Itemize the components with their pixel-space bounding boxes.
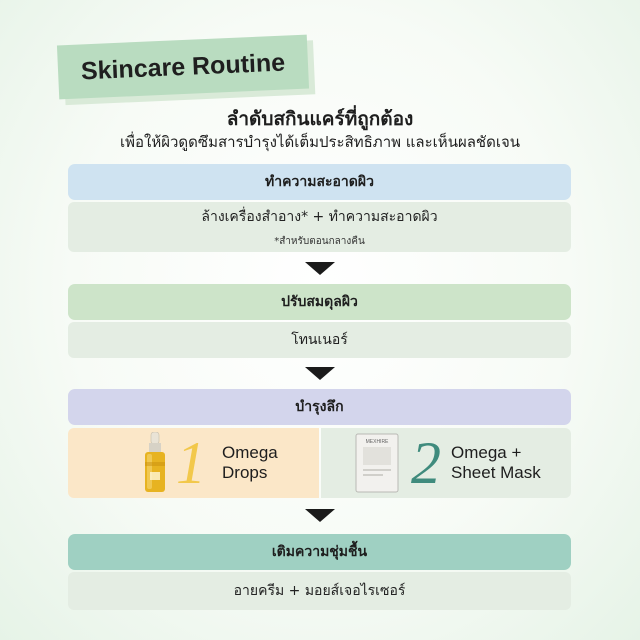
arrow-down-icon xyxy=(305,367,335,380)
product-number-1: 1 xyxy=(176,430,206,496)
sheet-mask-pack-icon: MEXHIRE xyxy=(355,433,399,493)
serum-bottle-icon xyxy=(145,432,165,492)
step-balance-detail: โทนเนอร์ xyxy=(291,332,348,348)
step-balance-header: ปรับสมดุลผิว xyxy=(68,284,571,320)
arrow-down-icon xyxy=(305,262,335,275)
svg-text:MEXHIRE: MEXHIRE xyxy=(366,439,389,445)
product-card-omega-sheet-mask: MEXHIRE 2 Omega +Sheet Mask xyxy=(321,428,571,498)
product-name-omega-sheet-mask: Omega +Sheet Mask xyxy=(451,443,541,482)
step-cleanse-note: *สำหรับตอนกลางคืน xyxy=(274,235,365,247)
step-cleanse-body: ล้างเครื่องสำอาง* + ทำความสะอาดผิว *สำหร… xyxy=(68,202,571,252)
step-moisturize-detail: อายครีม + มอยส์เจอไรเซอร์ xyxy=(233,583,406,599)
step-moisturize-body: อายครีม + มอยส์เจอไรเซอร์ xyxy=(68,572,571,610)
product-number-2: 2 xyxy=(411,430,441,496)
page-title: Skincare Routine xyxy=(56,34,310,100)
step-cleanse-header: ทำความสะอาดผิว xyxy=(68,164,571,200)
step-balance-body: โทนเนอร์ xyxy=(68,322,571,358)
step-nourish-header: บำรุงลึก xyxy=(68,389,571,425)
title-badge: Skincare Routine xyxy=(56,34,316,106)
step-cleanse-detail: ล้างเครื่องสำอาง* + ทำความสะอาดผิว xyxy=(201,208,438,225)
main-heading: ลำดับสกินแคร์ที่ถูกต้อง xyxy=(226,108,414,130)
arrow-down-icon xyxy=(305,509,335,522)
step-moisturize-header: เติมความชุ่มชื้น xyxy=(68,534,571,570)
sub-heading: เพื่อให้ผิวดูดซึมสารบำรุงได้เต็มประสิทธิ… xyxy=(119,133,521,151)
